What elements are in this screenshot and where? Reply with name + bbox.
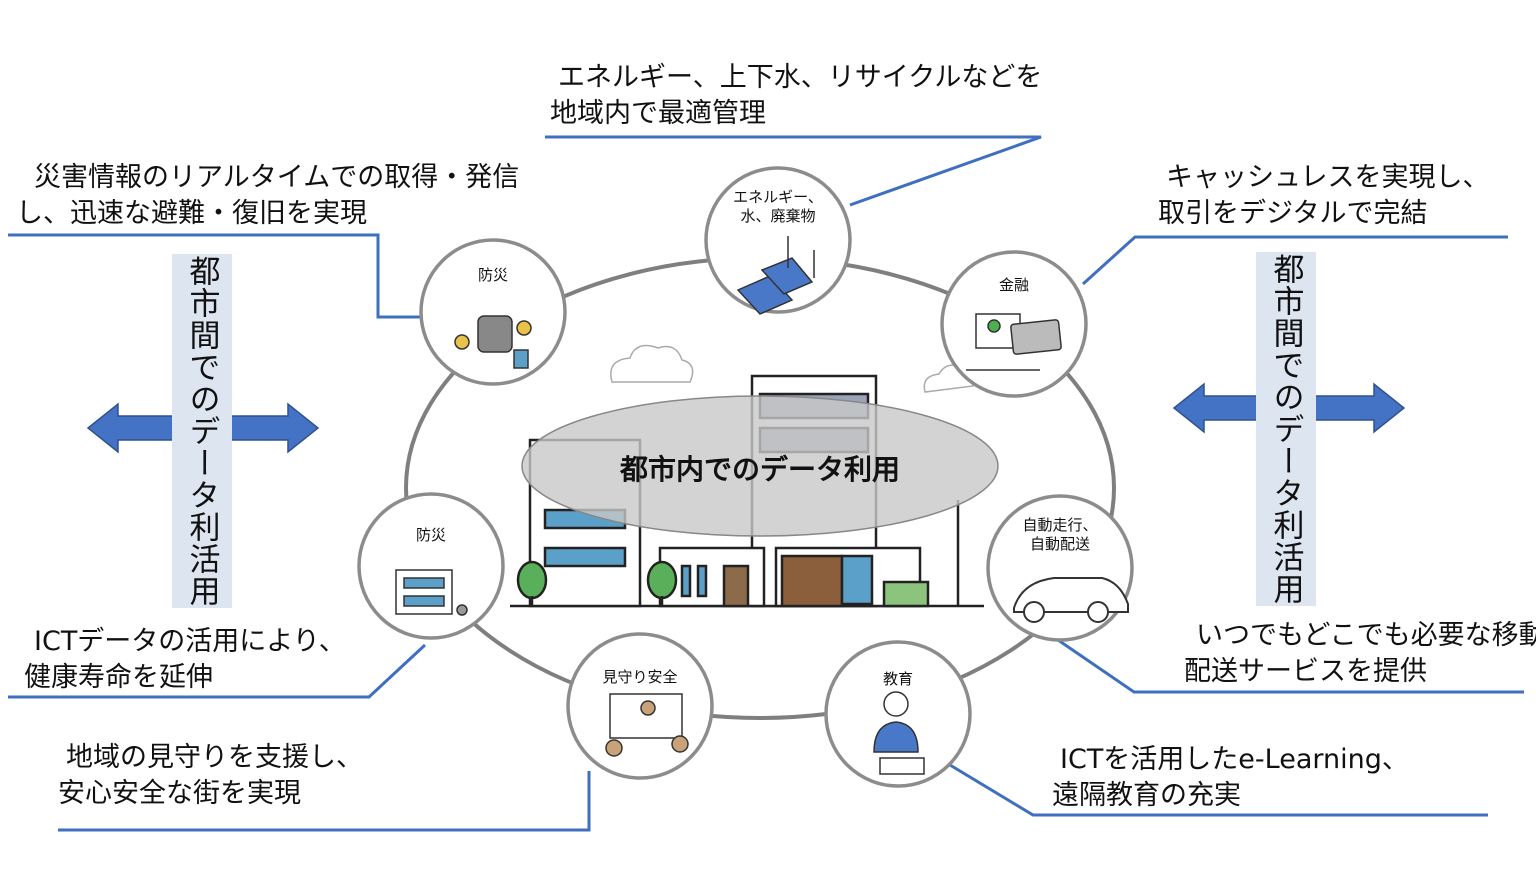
hospital-building-icon <box>395 569 468 616</box>
health-circle-label: 防災 <box>415 526 446 544</box>
car-icon <box>1013 577 1129 623</box>
health-connector <box>8 643 427 699</box>
energy-connector <box>545 135 1042 207</box>
disaster-connector <box>8 233 420 319</box>
mobility-circle-label: 自動走行、自動配送 <box>1022 516 1098 553</box>
center-data-usage-label: 都市内でのデータ利用 <box>619 453 900 486</box>
education-connector <box>949 763 1488 817</box>
center-ellipse <box>521 395 999 537</box>
solar-wind-icon <box>736 236 815 315</box>
circle-disaster <box>419 238 567 386</box>
education-callout: ICTを活用したe-Learning、 遠隔教育の充実 <box>1052 744 1409 811</box>
education-circle-label: 教育 <box>882 670 913 688</box>
mobility-callout: いつでもどこでも必要な移動・ 配送サービスを提供 <box>1184 620 1536 687</box>
finance-callout: キャッシュレスを実現し、 取引をデジタルで完結 <box>1158 162 1490 229</box>
credit-card-icon <box>966 313 1062 371</box>
video-call-icon <box>605 693 689 757</box>
energy-callout: エネルギー、上下水、リサイクルなどを 地域内で最適管理 <box>550 62 1043 129</box>
watch-circle-label: 見守り安全 <box>602 668 678 686</box>
student-icon <box>873 691 925 775</box>
mobility-connector <box>1057 638 1524 694</box>
finance-circle-label: 金融 <box>998 276 1029 294</box>
connector-lines <box>8 135 1524 832</box>
watch-connector <box>58 771 591 832</box>
right-inter-city-label: 都市間でのデータ利活用 <box>1256 252 1316 606</box>
health-callout: ICTデータの活用により、 健康寿命を延伸 <box>24 626 346 693</box>
circle-health <box>357 492 505 640</box>
watch-callout: 地域の見守りを支援し、 安心安全な街を実現 <box>58 742 363 809</box>
finance-connector <box>1081 235 1508 286</box>
disaster-circle-label: 防災 <box>477 266 508 284</box>
disaster-kit-icon <box>454 315 532 369</box>
left-inter-city-label: 都市間でのデータ利活用 <box>172 254 232 608</box>
energy-circle-label: エネルギー、水、廃棄物 <box>733 188 823 225</box>
disaster-callout: 災害情報のリアルタイムでの取得・発信 し、迅速な避難・復旧を実現 <box>16 162 520 229</box>
